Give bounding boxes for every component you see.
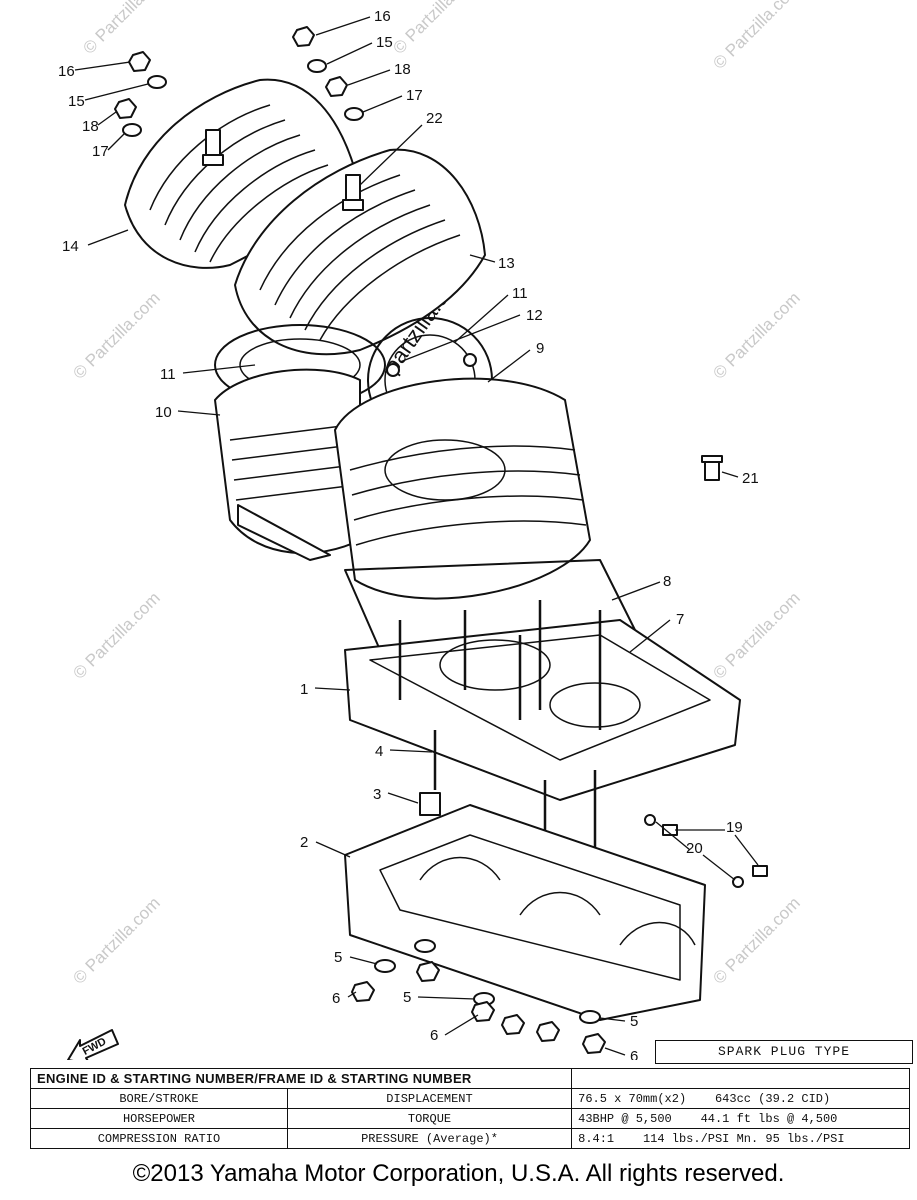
spec-label: DISPLACEMENT bbox=[286, 1088, 573, 1109]
callout-labels: 16 15 18 17 14 16 15 18 17 22 13 11 12 9… bbox=[58, 8, 759, 1060]
callout-20: 20 bbox=[686, 840, 703, 857]
spec-label: COMPRESSION RATIO bbox=[30, 1128, 288, 1149]
callout-4: 4 bbox=[375, 743, 383, 760]
callout-7: 7 bbox=[676, 611, 684, 628]
spec-label: TORQUE bbox=[286, 1108, 573, 1129]
spark-plug-right bbox=[342, 174, 364, 211]
callout-2: 2 bbox=[300, 834, 308, 851]
nut-6 bbox=[351, 961, 606, 1054]
plug-21 bbox=[701, 455, 723, 481]
callout-10: 10 bbox=[155, 404, 172, 421]
watermark: © Partzilla.com bbox=[709, 893, 803, 987]
spec-label: BORE/STROKE bbox=[30, 1088, 288, 1109]
spark-plug-type-box: SPARK PLUG TYPE bbox=[655, 1040, 913, 1064]
callout-8: 8 bbox=[663, 573, 671, 590]
nut-16 bbox=[128, 26, 315, 72]
table-row: HORSEPOWER TORQUE 43BHP @ 5,500 44.1 ft … bbox=[30, 1108, 910, 1129]
dowel-pin bbox=[419, 792, 441, 816]
callout-11: 11 bbox=[160, 366, 176, 383]
spark-plug-left bbox=[202, 129, 224, 166]
screw-19 bbox=[662, 824, 768, 877]
cylinder-left bbox=[214, 368, 361, 561]
callout-6: 6 bbox=[630, 1048, 638, 1060]
callout-16: 16 bbox=[58, 63, 75, 80]
cylinder-head-right bbox=[234, 148, 486, 356]
table-row: COMPRESSION RATIO PRESSURE (Average)* 8.… bbox=[30, 1128, 910, 1149]
fwd-arrow: FWD bbox=[67, 1029, 119, 1060]
callout-3: 3 bbox=[373, 786, 381, 803]
callout-5: 5 bbox=[334, 949, 342, 966]
callout-19: 19 bbox=[726, 819, 743, 836]
callout-17: 17 bbox=[92, 143, 109, 160]
watermark: © Partzilla.com bbox=[709, 588, 803, 682]
callout-22: 22 bbox=[426, 110, 443, 127]
washer-15 bbox=[147, 59, 327, 89]
callout-6: 6 bbox=[430, 1027, 438, 1044]
nut-18 bbox=[114, 76, 348, 119]
callout-9: 9 bbox=[536, 340, 544, 357]
callout-1: 1 bbox=[300, 681, 308, 698]
copyright-notice: ©2013 Yamaha Motor Corporation, U.S.A. A… bbox=[132, 1160, 785, 1187]
cylinder-right bbox=[334, 377, 591, 600]
crankcase-lower bbox=[344, 804, 706, 1021]
washer-5 bbox=[374, 939, 601, 1024]
spec-value: 43BHP @ 5,500 44.1 ft lbs @ 4,500 bbox=[571, 1108, 910, 1129]
watermark: © Partzilla.com bbox=[389, 0, 483, 58]
watermark: © Partzilla.com bbox=[709, 0, 803, 73]
callout-15: 15 bbox=[376, 34, 393, 51]
spec-label: PRESSURE (Average)* bbox=[286, 1128, 573, 1149]
callout-5: 5 bbox=[403, 989, 411, 1006]
parts-diagram: © Partzilla.com © Partzilla.com © Partzi… bbox=[58, 0, 804, 1060]
callout-11: 11 bbox=[512, 285, 528, 302]
callout-15: 15 bbox=[68, 93, 85, 110]
watermark: © Partzilla.com bbox=[69, 893, 163, 987]
watermark: © Partzilla.com bbox=[709, 288, 803, 382]
callout-18: 18 bbox=[82, 118, 99, 135]
watermark: © Partzilla.com bbox=[79, 0, 173, 58]
watermark: © Partzilla.com bbox=[69, 588, 163, 682]
engine-spec-table: ENGINE ID & STARTING NUMBER/FRAME ID & S… bbox=[29, 1068, 910, 1149]
table-row: BORE/STROKE DISPLACEMENT 76.5 x 70mm(x2)… bbox=[30, 1088, 910, 1109]
spec-value: 76.5 x 70mm(x2) 643cc (39.2 CID) bbox=[571, 1088, 910, 1109]
callout-13: 13 bbox=[498, 255, 515, 272]
washer-17 bbox=[122, 107, 364, 137]
callout-18: 18 bbox=[394, 61, 411, 78]
spec-value: 8.4:1 114 lbs./PSI Mn. 95 lbs./PSI bbox=[571, 1128, 910, 1149]
callout-16: 16 bbox=[374, 8, 391, 25]
callout-17: 17 bbox=[406, 87, 423, 104]
leader-lines bbox=[74, 16, 759, 1056]
spec-table-header: ENGINE ID & STARTING NUMBER/FRAME ID & S… bbox=[29, 1068, 573, 1089]
callout-12: 12 bbox=[526, 307, 543, 324]
watermark: © Partzilla.com bbox=[69, 288, 163, 382]
spec-label: HORSEPOWER bbox=[30, 1108, 288, 1129]
callout-6: 6 bbox=[332, 990, 340, 1007]
callout-5: 5 bbox=[630, 1013, 638, 1030]
callout-21: 21 bbox=[742, 470, 759, 487]
callout-14: 14 bbox=[62, 238, 79, 255]
washer-20 bbox=[644, 814, 744, 888]
crankcase-upper bbox=[344, 619, 741, 801]
